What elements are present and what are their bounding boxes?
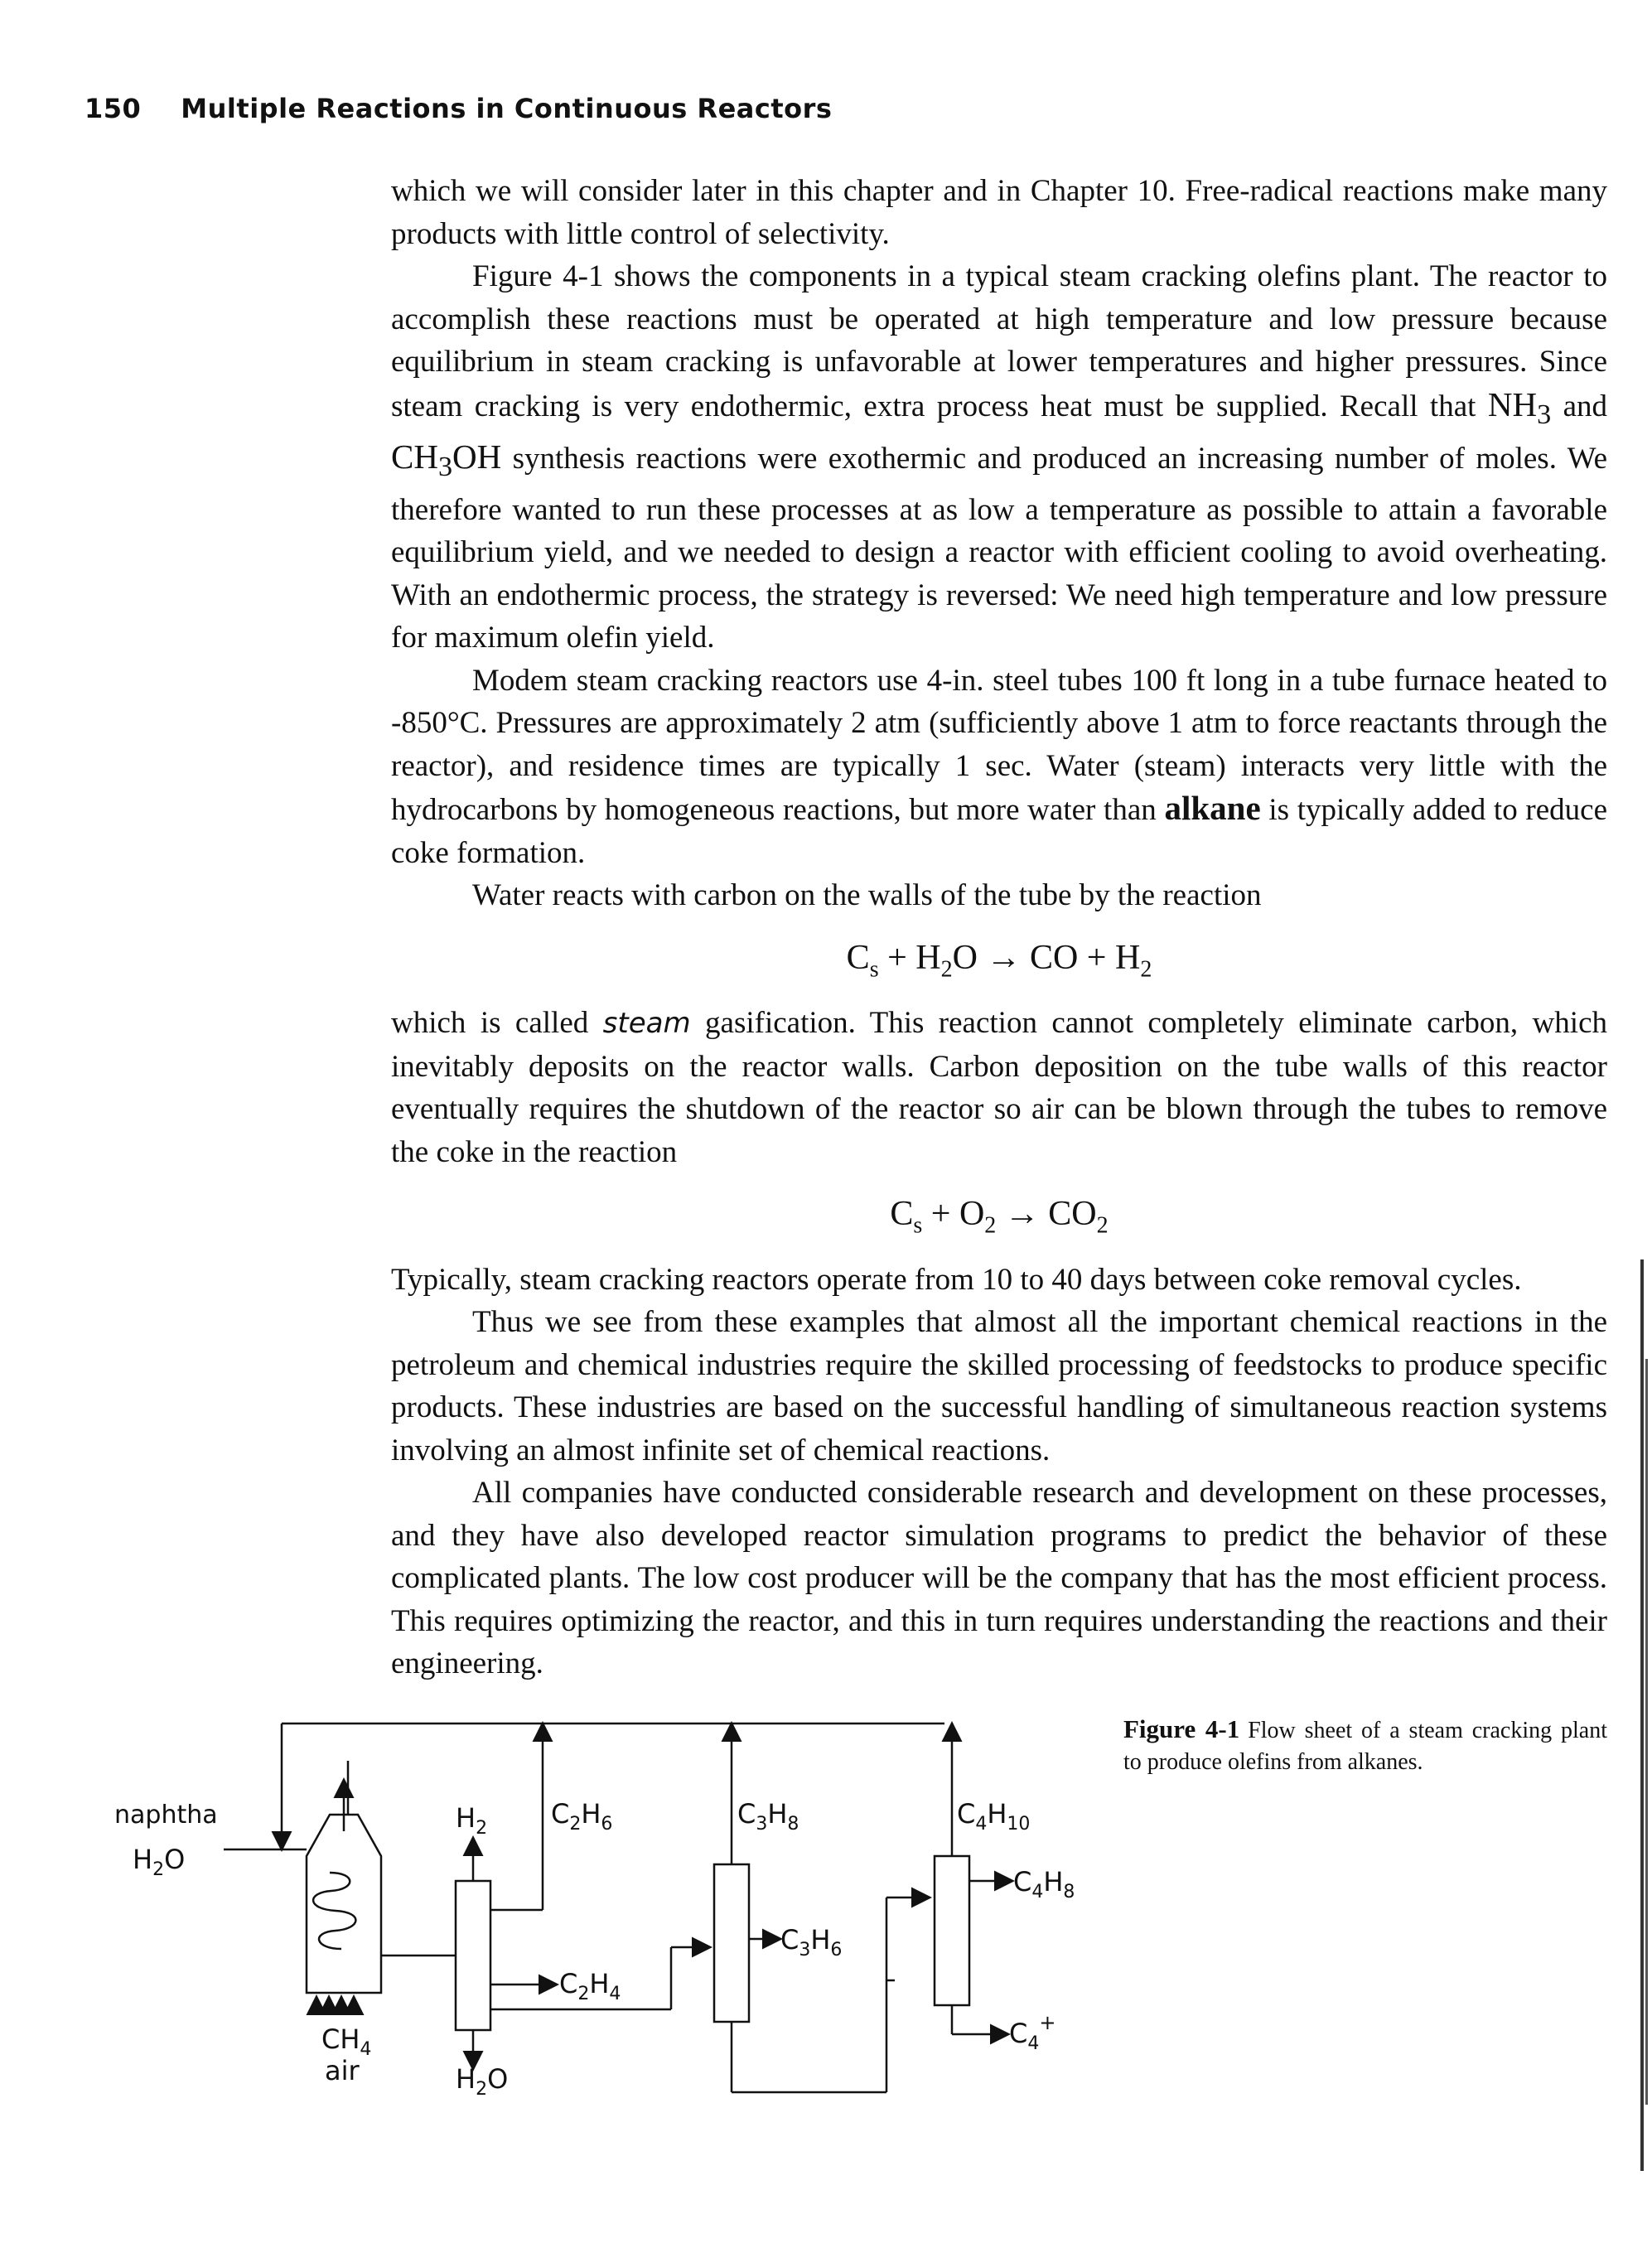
label-c4h8: C4H8 — [1013, 1866, 1075, 1902]
running-header: 150 Multiple Reactions in Continuous Reac… — [85, 93, 832, 124]
equation-coke-burnoff: Cs + O2 → CO2 — [890, 1195, 1109, 1239]
label-h2o-feed: H2O — [133, 1844, 185, 1880]
label-c2h4: C2H4 — [559, 1968, 621, 2004]
paragraph-5: which is called steam gasification. This… — [391, 1002, 1607, 1173]
steam-term: steam — [602, 1007, 691, 1041]
label-c3h6: C3H6 — [780, 1924, 842, 1960]
figure-caption-label: Figure 4-1 — [1123, 1714, 1240, 1743]
paragraph-2-cont: synthesis reactions were exothermic and … — [391, 442, 1607, 655]
label-h2: H2 — [456, 1802, 487, 1839]
equation-steam-gasification: Cs + H2O → CO + H2 — [846, 938, 1152, 983]
figure-flowsheet: naphtha H2O CH4 air H2 C2H6 C2H4 H2O C3H… — [99, 1707, 1094, 2100]
alkane-term: alkane — [1164, 789, 1261, 828]
paragraph-3: Modem steam cracking reactors use 4-in. … — [391, 660, 1607, 875]
running-title: Multiple Reactions in Continuous Reactor… — [181, 93, 833, 124]
paragraph-5-cont: gasification. This reaction cannot compl… — [391, 1006, 1608, 1169]
scan-edge-shadow — [1640, 1259, 1648, 2171]
label-naphtha: naphtha — [114, 1801, 218, 1830]
paragraph-8: All companies have conducted considerabl… — [391, 1476, 1607, 1681]
paragraph-2: Figure 4-1 shows the components in a typ… — [391, 255, 1607, 660]
paragraph-1: which we will consider later in this cha… — [391, 174, 1607, 251]
paragraph-3-text: Modem steam cracking reactors use 4-in. … — [391, 663, 1607, 828]
and-word: and — [1563, 389, 1608, 423]
flowsheet-diagram: naphtha H2O CH4 air H2 C2H6 C2H4 H2O C3H… — [114, 1721, 1075, 2100]
paragraph-5-text: which is called — [391, 1006, 589, 1041]
label-c2h6: C2H6 — [551, 1798, 612, 1835]
paragraph-4: Water reacts with carbon on the walls of… — [472, 878, 1262, 913]
paragraph-7: Thus we see from these examples that alm… — [391, 1305, 1607, 1467]
page-number: 150 — [85, 93, 142, 124]
paragraph-6: Typically, steam cracking reactors opera… — [391, 1262, 1522, 1297]
body-text: which we will consider later in this cha… — [391, 170, 1607, 1685]
paragraph-3-cont: is typically added to reduce coke format… — [391, 793, 1607, 870]
formula-ch3oh: CH3OH — [391, 438, 502, 483]
label-c4h10: C4H10 — [957, 1798, 1030, 1835]
figure-caption-text: Flow sheet of a steam cracking plant to … — [1123, 1718, 1607, 1775]
label-h2o-out: H2O — [456, 2063, 508, 2100]
label-c4-plus: C4+ — [1009, 2011, 1055, 2054]
label-c3h8: C3H8 — [737, 1798, 799, 1835]
label-air: air — [325, 2055, 360, 2086]
paragraph-2-text: Figure 4-1 shows the components in a typ… — [391, 259, 1607, 423]
formula-nh3: NH3 — [1487, 384, 1552, 430]
